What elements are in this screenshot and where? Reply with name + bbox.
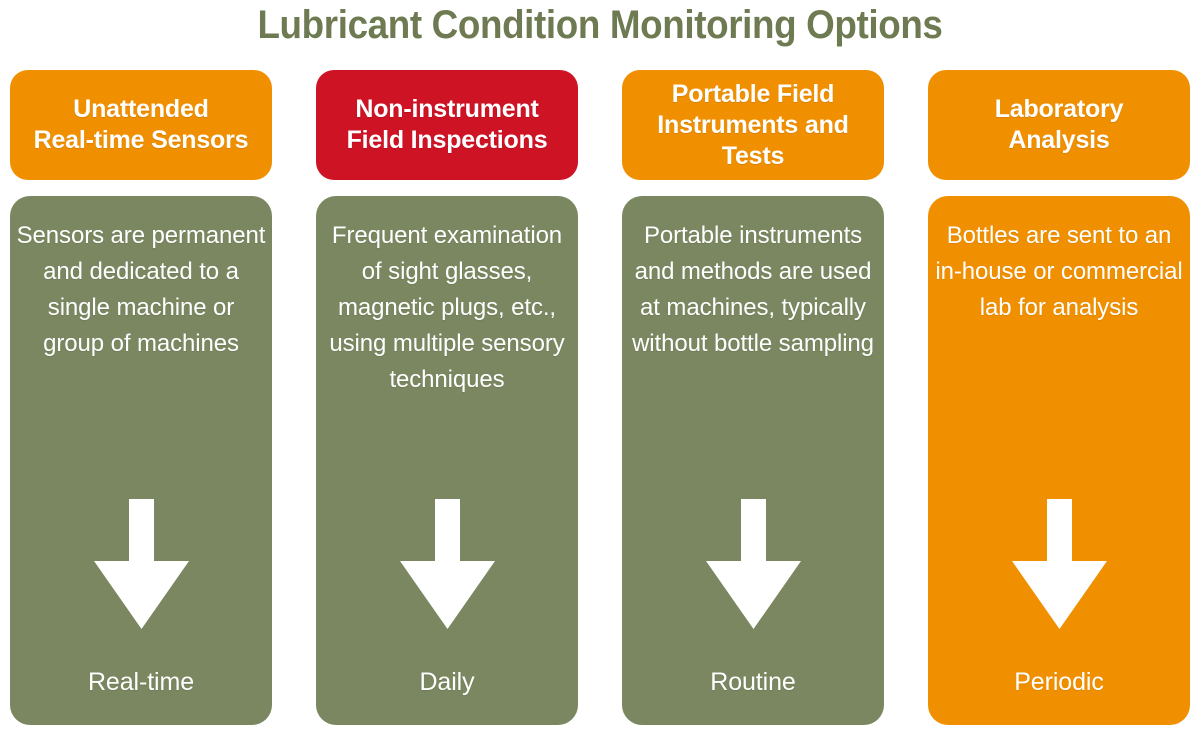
arrow-down-icon [1011, 499, 1107, 629]
frequency-label-3: Routine [710, 668, 796, 696]
frequency-label-2: Daily [419, 668, 475, 696]
arrow-container-4 [928, 499, 1190, 629]
option-description-2: Frequent examination of sight glasses, m… [329, 222, 565, 393]
arrow-container-3 [622, 499, 884, 629]
option-body-4: Bottles are sent to an in-house or comme… [928, 196, 1190, 725]
frequency-label-4: Periodic [1014, 668, 1104, 696]
option-body-3: Portable instruments and methods are use… [622, 196, 884, 725]
arrow-down-icon [93, 499, 189, 629]
arrow-down-icon [705, 499, 801, 629]
option-body-1: Sensors are permanent and dedicated to a… [10, 196, 272, 725]
page-title: Lubricant Condition Monitoring Options [257, 3, 943, 47]
arrow-down-icon [399, 499, 495, 629]
option-description-4: Bottles are sent to an in-house or comme… [935, 222, 1183, 321]
frequency-label-1: Real-time [87, 668, 195, 696]
option-description-3: Portable instruments and methods are use… [632, 222, 874, 357]
option-description-1: Sensors are permanent and dedicated to a… [16, 222, 266, 357]
arrow-container-1 [10, 499, 272, 629]
option-body-2: Frequent examination of sight glasses, m… [316, 196, 578, 725]
arrow-container-2 [316, 499, 578, 629]
